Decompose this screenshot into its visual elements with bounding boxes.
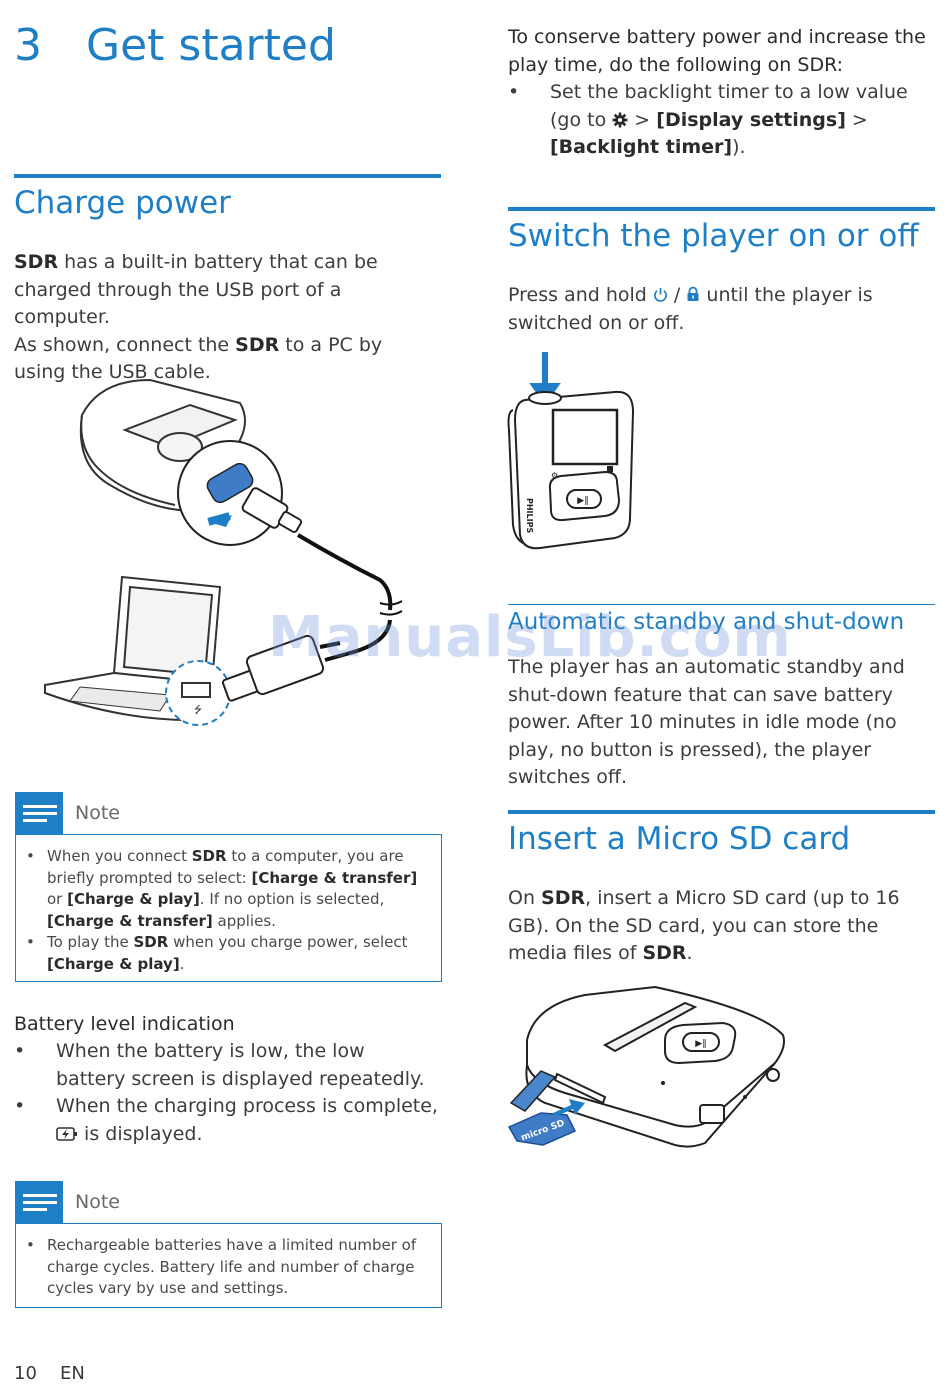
chapter-number: 3 — [14, 20, 42, 71]
charge-paragraph: SDR has a built-in battery that can be c… — [14, 249, 436, 387]
sdcard-paragraph: On SDR, insert a Micro SD card (up to 16… — [508, 887, 900, 964]
charging-illustration: ⭍ — [44, 378, 403, 726]
note-icon — [15, 792, 63, 834]
note-label: Note — [75, 802, 120, 824]
note-label: Note — [75, 1191, 120, 1213]
note-header: Note — [15, 792, 441, 834]
battery-charged-icon — [56, 1126, 77, 1141]
note1-item-1: •When you connect SDR to a computer, you… — [26, 847, 418, 930]
gear-icon — [612, 112, 628, 127]
switch-paragraph: Press and hold / until the player is swi… — [508, 284, 873, 334]
heading-charge-power: Charge power — [14, 185, 231, 221]
heading-switch: Switch the player on or off — [508, 218, 919, 254]
charge-para-1: SDR has a built-in battery that can be c… — [14, 251, 378, 328]
conserve-list: •Set the backlight timer to a low value … — [508, 79, 933, 162]
standby-paragraph: The player has an automatic standby and … — [508, 656, 905, 788]
heading-standby: Automatic standby and shut-down — [508, 609, 905, 635]
sdcard-illustration: ▶‖ micro SD — [507, 985, 785, 1148]
note2-header: Note — [15, 1181, 441, 1223]
conserve-intro: To conserve battery power and increase t… — [508, 26, 926, 76]
watermark: ManualsLib.com — [268, 605, 792, 670]
section-rule — [14, 174, 441, 178]
subsection-rule — [508, 604, 935, 605]
note2-box: •Rechargeable batteries have a limited n… — [15, 1223, 442, 1308]
heading-sdcard: Insert a Micro SD card — [508, 821, 851, 857]
note-box: •When you connect SDR to a computer, you… — [15, 834, 442, 982]
svg-text:▶‖: ▶‖ — [695, 1039, 706, 1049]
charge-para-2: As shown, connect the SDR to a PC by usi… — [14, 333, 383, 384]
page-number: 10 — [14, 1363, 37, 1384]
svg-text:⭍: ⭍ — [194, 704, 202, 716]
note1-item-2: •To play the SDR when you charge power, … — [26, 933, 408, 973]
battery-item-2: •When the charging process is complete, … — [14, 1095, 438, 1145]
power-icon — [653, 287, 667, 302]
lock-icon — [687, 286, 699, 301]
note-icon — [15, 1181, 63, 1223]
section-rule — [508, 810, 935, 814]
battery-item-1: •When the battery is low, the low batter… — [14, 1040, 425, 1090]
conserve-item-1: •Set the backlight timer to a low value … — [508, 81, 908, 158]
note2-item-1: •Rechargeable batteries have a limited n… — [26, 1236, 417, 1297]
language-code: EN — [60, 1363, 85, 1384]
device-brand: PHILIPS — [525, 498, 534, 533]
section-rule — [508, 207, 935, 211]
battery-heading: Battery level indication — [14, 1013, 235, 1035]
svg-text:⚙: ⚙ — [551, 471, 558, 480]
svg-text:▶‖: ▶‖ — [577, 496, 588, 506]
battery-list: •When the battery is low, the low batter… — [14, 1038, 439, 1148]
player-power-illustration: ▶‖ ⚙ PHILIPS — [507, 352, 635, 550]
chapter-title: Get started — [86, 20, 336, 71]
